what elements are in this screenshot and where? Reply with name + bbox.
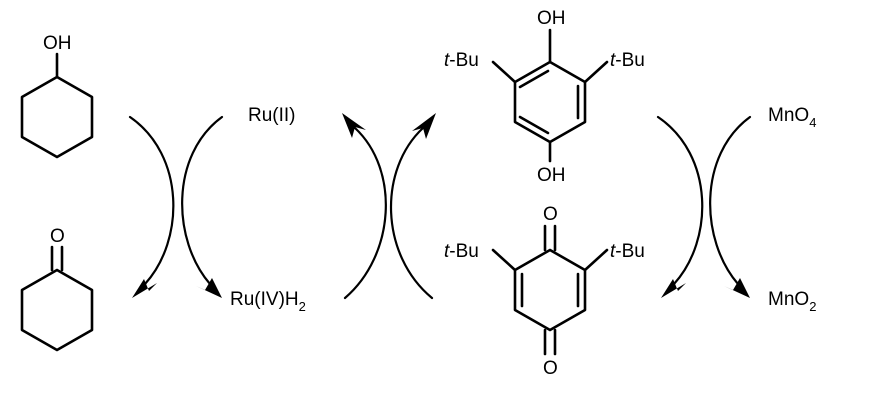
quinone-right-tbu-bond [583, 248, 609, 272]
hydroquinone-oh-top-label: OH [537, 8, 566, 29]
quinone-tbu-left-label: t-Bu [444, 241, 479, 262]
hydroquinone-right-tbu-bond [583, 60, 609, 84]
quinone: O O t-Bu t-Bu [444, 204, 645, 379]
hydroquinone-left-tbu-bond [491, 60, 517, 84]
hydroquinone-tbu-left-rest: -Bu [449, 50, 479, 71]
hydroquinone-tbu-right-rest: -Bu [615, 50, 645, 71]
arrow-quinone-to-hydroquinone [389, 126, 434, 300]
arrow-mno4-to-mno2 [709, 115, 752, 286]
arrow-pair-left [128, 115, 224, 298]
quinone-o-bottom-label: O [543, 358, 558, 379]
quinone-tbu-left-t: t [444, 241, 450, 262]
hydroquinone-tbu-right-label: t-Bu [610, 50, 645, 71]
hydroquinone-oh-bottom-label: OH [537, 165, 566, 186]
arrowhead-ru-ii [342, 113, 366, 138]
mno4-main: MnO [768, 105, 809, 126]
quinone-tbu-left-rest: -Bu [449, 241, 479, 262]
hydroquinone-tbu-left-t: t [444, 50, 450, 71]
cyclohexanol-oh-label: OH [43, 33, 72, 54]
mno2-main: MnO [768, 289, 809, 310]
arrow-ru-iv-to-ru-ii [343, 126, 387, 300]
cyclohexanol-ring [20, 75, 94, 159]
ru-iv-h2-label: Ru(IV)H2 [230, 289, 306, 314]
cyclohexanone-o-label: O [50, 226, 65, 247]
arrow-cyclohexanol-to-cyclohexanone [128, 115, 175, 286]
arrow-hydroquinone-to-quinone [656, 115, 704, 286]
cyclohexanol: OH [20, 33, 94, 159]
arrowhead-cyclohexanone [132, 279, 157, 298]
quinone-tbu-right-rest: -Bu [615, 241, 645, 262]
arrowhead-quinone [661, 279, 686, 298]
hydroquinone-tbu-left-label: t-Bu [444, 50, 479, 71]
mno2-label: MnO2 [768, 289, 816, 314]
cyclohexanone: O [20, 226, 94, 352]
arrow-pair-middle [342, 113, 436, 300]
ru-iv-h2-subscript: 2 [299, 299, 306, 314]
quinone-o-top-label: O [543, 204, 558, 225]
cyclohexanone-ring [20, 268, 94, 352]
ru-iv-h2-main: Ru(IV)H [230, 289, 299, 310]
arrow-ru-ii-to-ru-iv [181, 115, 224, 286]
hydroquinone-tbu-right-t: t [610, 50, 616, 71]
hydroquinone-double-bond-3 [518, 115, 550, 135]
quinone-tbu-right-t: t [610, 241, 616, 262]
hydroquinone-ring [513, 60, 587, 144]
mno2-subscript: 2 [809, 299, 816, 314]
arrowhead-hydroquinone [412, 113, 436, 139]
quinone-tbu-right-label: t-Bu [610, 241, 645, 262]
arrow-pair-right [656, 115, 752, 298]
quinone-ring [513, 248, 587, 332]
hydroquinone-double-bond-1 [518, 69, 550, 89]
arrowhead-mno2 [724, 278, 750, 298]
ru-ii-label: Ru(II) [248, 105, 296, 126]
mno4-label: MnO4 [768, 105, 816, 130]
quinone-left-tbu-bond [491, 248, 517, 272]
mno4-subscript: 4 [809, 115, 816, 130]
hydroquinone: OH OH t-Bu t-Bu [444, 8, 645, 186]
arrowhead-ru-iv [196, 278, 222, 298]
